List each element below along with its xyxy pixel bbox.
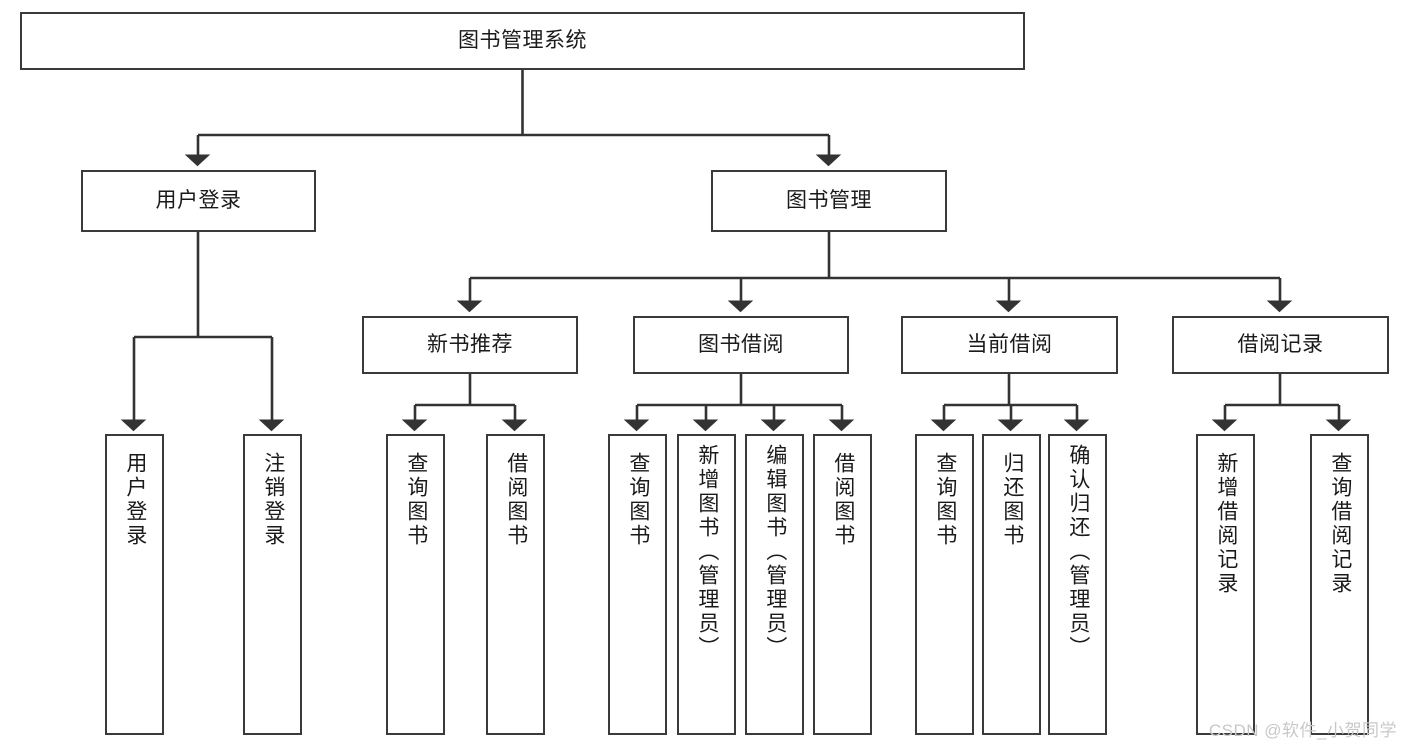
node-current-borrow[interactable]: 当前借阅: [901, 316, 1118, 374]
node-user-login[interactable]: 用户登录: [81, 170, 316, 232]
watermark: CSDN @软件_小贺同学: [1208, 721, 1397, 740]
node-leaf-add-book[interactable]: 新增图书（管理员）: [677, 434, 736, 735]
node-current-borrow-label: 当前借阅: [966, 332, 1053, 356]
node-leaf-return-book-label: 归还图书: [1000, 452, 1024, 548]
node-book-manage-label: 图书管理: [786, 188, 872, 212]
node-book-borrow-label: 图书借阅: [698, 332, 784, 356]
node-leaf-borrow-book-1[interactable]: 借阅图书: [486, 434, 545, 735]
node-new-book-recommend-label: 新书推荐: [427, 332, 513, 356]
node-leaf-confirm-return[interactable]: 确认归还（管理员）: [1048, 434, 1107, 735]
node-leaf-borrow-book-2[interactable]: 借阅图书: [813, 434, 872, 735]
node-leaf-return-book[interactable]: 归还图书: [982, 434, 1041, 735]
node-borrow-records-label: 借阅记录: [1237, 332, 1324, 356]
node-leaf-edit-book-label: 编辑图书（管理员）: [763, 444, 787, 660]
node-leaf-query-book-2-label: 查询图书: [626, 452, 650, 548]
node-user-login-label: 用户登录: [155, 188, 242, 212]
node-leaf-query-book-2[interactable]: 查询图书: [608, 434, 667, 735]
node-root[interactable]: 图书管理系统: [20, 12, 1025, 70]
node-leaf-borrow-book-1-label: 借阅图书: [504, 452, 528, 548]
node-root-label: 图书管理系统: [458, 28, 587, 52]
node-borrow-records[interactable]: 借阅记录: [1172, 316, 1389, 374]
node-book-borrow[interactable]: 图书借阅: [633, 316, 849, 374]
node-leaf-query-book-3[interactable]: 查询图书: [915, 434, 974, 735]
node-leaf-query-record[interactable]: 查询借阅记录: [1310, 434, 1369, 735]
node-book-manage[interactable]: 图书管理: [711, 170, 947, 232]
node-new-book-recommend[interactable]: 新书推荐: [362, 316, 578, 374]
node-leaf-edit-book[interactable]: 编辑图书（管理员）: [745, 434, 804, 735]
node-leaf-borrow-book-2-label: 借阅图书: [831, 452, 855, 548]
node-leaf-user-login-label: 用户登录: [123, 452, 147, 548]
node-leaf-user-logout-label: 注销登录: [261, 452, 285, 548]
node-leaf-add-record[interactable]: 新增借阅记录: [1196, 434, 1255, 735]
node-leaf-query-book-1[interactable]: 查询图书: [386, 434, 445, 735]
node-leaf-add-record-label: 新增借阅记录: [1214, 452, 1238, 596]
node-leaf-user-logout[interactable]: 注销登录: [243, 434, 302, 735]
node-leaf-query-record-label: 查询借阅记录: [1328, 452, 1352, 596]
node-leaf-confirm-return-label: 确认归还（管理员）: [1066, 444, 1090, 660]
node-leaf-query-book-1-label: 查询图书: [404, 452, 428, 548]
node-leaf-add-book-label: 新增图书（管理员）: [695, 444, 719, 660]
node-leaf-user-login[interactable]: 用户登录: [105, 434, 164, 735]
node-leaf-query-book-3-label: 查询图书: [933, 452, 957, 548]
